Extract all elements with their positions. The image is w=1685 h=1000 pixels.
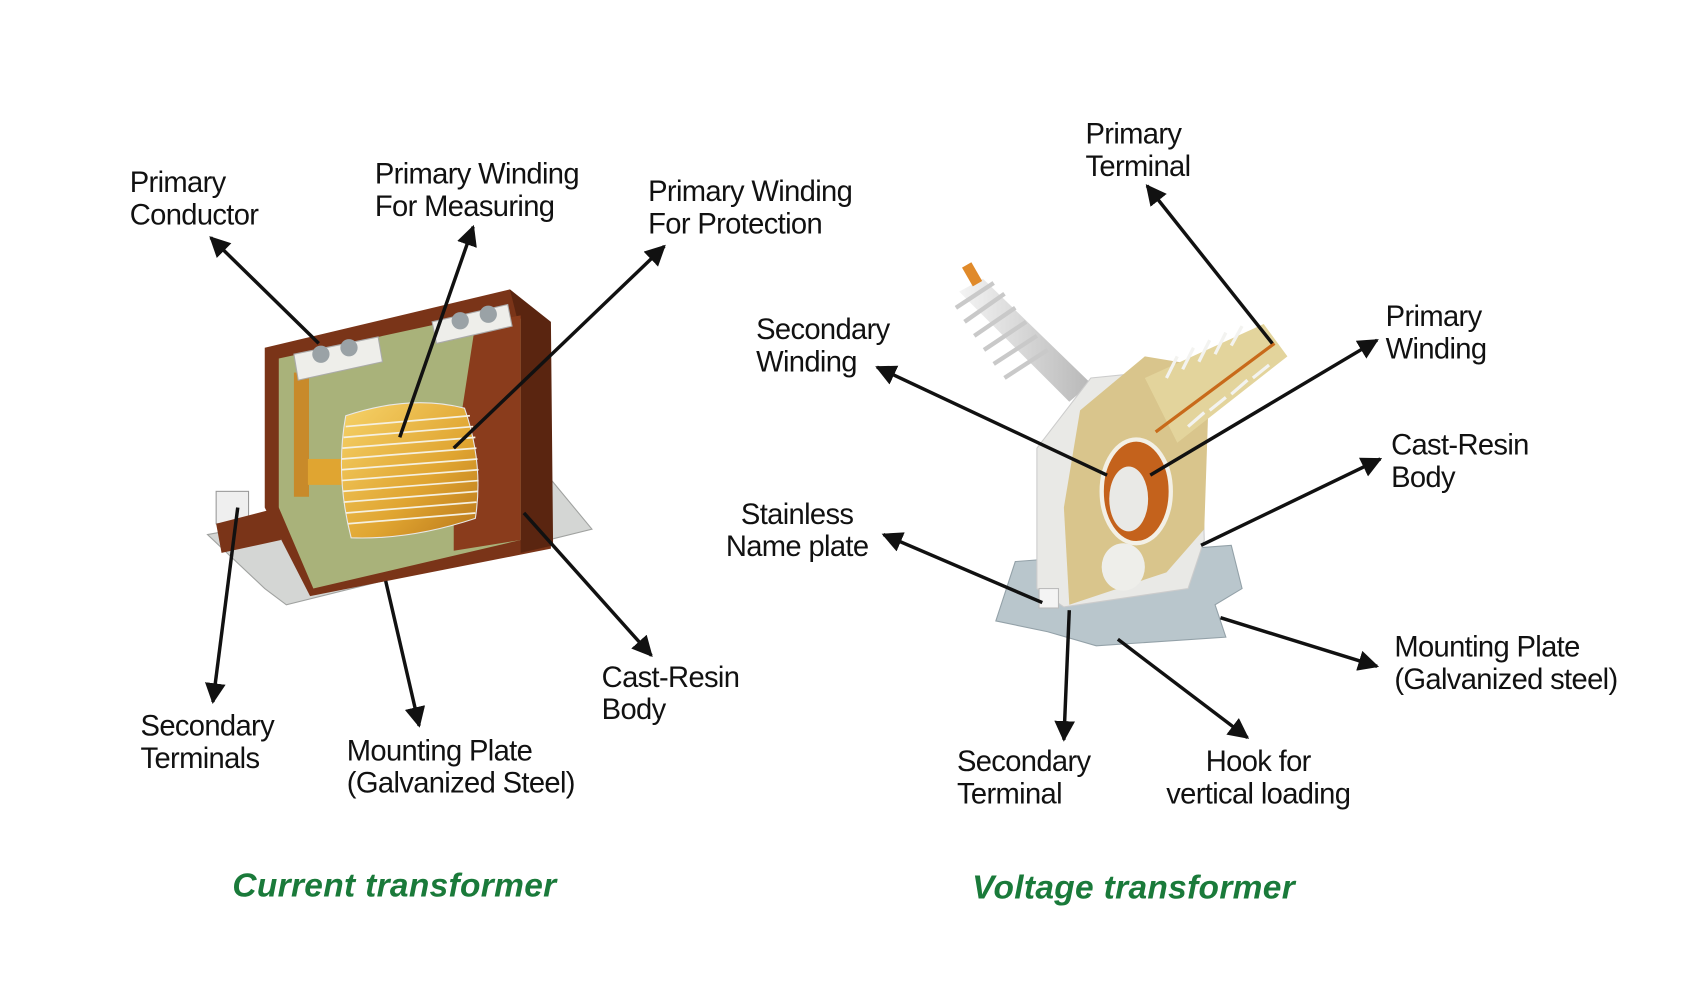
arrow-secondary-terminal: [1054, 610, 1076, 742]
caption-voltage-transformer: Voltage transformer: [972, 869, 1297, 906]
arrow-vt-primary-winding: [1149, 338, 1379, 477]
vt-right-insulator: [1144, 323, 1288, 443]
voltage-transformer-illustration: [954, 262, 1288, 647]
arrow-vt-mounting-plate: [1219, 616, 1380, 671]
arrow-ct-cast-resin: [522, 511, 653, 658]
arrow-winding-protection: [452, 244, 666, 450]
label-ct-mounting-plate: Mounting Plate(Galvanized Steel): [347, 735, 575, 799]
vt-name-plate: [1038, 588, 1060, 609]
vt-lower-coil: [1101, 543, 1145, 591]
ct-bolt: [340, 339, 358, 357]
arrow-ct-mounting-plate: [384, 580, 426, 728]
ct-bolt: [451, 312, 469, 330]
arrow-vt-cast-resin: [1200, 457, 1383, 547]
label-vt-mounting-plate: Mounting Plate(Galvanized steel): [1394, 632, 1617, 696]
arrow-primary-conductor: [209, 236, 320, 345]
arrow-name-plate: [881, 532, 1043, 605]
caption-current-transformer: Current transformer: [232, 867, 558, 904]
ct-coil-turns: [341, 414, 479, 525]
callout-arrows: [204, 184, 1383, 742]
vt-secondary-winding: [1109, 466, 1149, 532]
arrow-secondary-winding: [875, 365, 1108, 477]
arrow-secondary-terminals: [204, 507, 240, 705]
current-transformer-illustration: [206, 289, 593, 606]
arrow-primary-terminal: [1145, 184, 1274, 345]
ct-primary-conductor-bar: [293, 372, 310, 497]
vt-left-insulator: [954, 262, 1091, 402]
arrow-winding-measuring: [398, 224, 477, 438]
arrow-hook: [1116, 637, 1250, 739]
ct-bolt: [312, 345, 330, 363]
ct-bolt: [479, 305, 497, 323]
